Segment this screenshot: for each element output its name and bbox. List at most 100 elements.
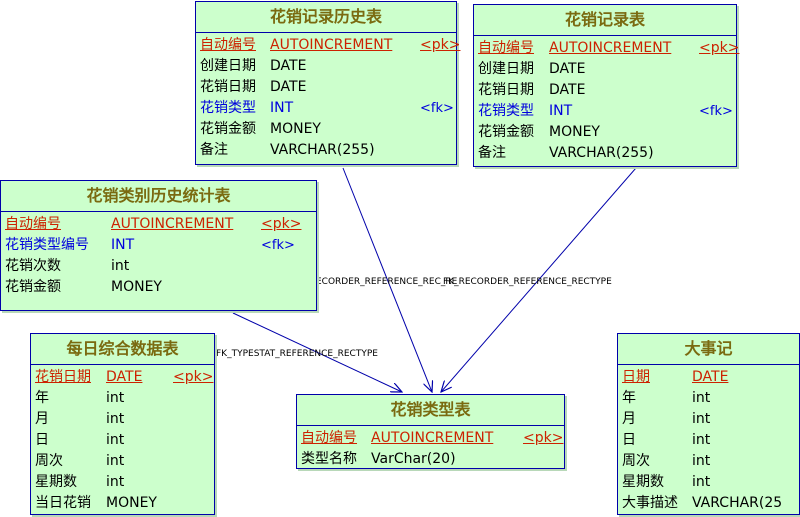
column-key: <fk> [699,104,733,119]
column-name: 花销日期 [35,369,91,385]
relation-label-history: ECORDER_REFERENCE_REC_RE [316,277,458,287]
relation-line-typestat [232,312,402,392]
column-name: 花销类型 [478,103,534,119]
column-type: int [106,390,125,406]
column-name: 花销类型 [200,100,256,116]
entity-title: 花销记录表 [474,5,736,36]
column-row: 月 int [618,409,799,430]
column-name: 自动编号 [478,40,534,56]
column-name: 花销金额 [200,121,256,137]
relation-line-history [342,167,432,392]
column-row: 自动编号 AUTOINCREMENT <pk> [1,214,316,235]
column-row: 当日花销 MONEY [31,493,214,514]
column-type: INT [111,237,135,253]
column-row: 星期数 int [618,472,799,493]
column-name: 星期数 [622,474,664,490]
column-key: <pk> [523,430,564,446]
column-type: VARCHAR(25 [692,495,783,511]
column-key: <fk> [420,101,454,116]
column-row: 花销次数 int [1,256,316,277]
column-name: 创建日期 [478,61,534,77]
column-name: 星期数 [35,474,77,490]
column-row: 年 int [618,388,799,409]
column-type: MONEY [106,495,157,511]
column-type: int [111,258,130,274]
column-name: 花销日期 [200,79,256,95]
column-row: 花销类型 INT <fk> [474,101,736,122]
column-key: <pk> [699,40,740,56]
column-type: MONEY [549,124,600,140]
column-type: int [692,432,711,448]
column-row: 自动编号 AUTOINCREMENT <pk> [474,38,740,59]
column-type: AUTOINCREMENT [549,40,672,56]
entity-title: 花销类别历史统计表 [1,181,316,212]
relation-line-record [441,167,637,392]
entity-title: 每日综合数据表 [31,334,214,365]
entity-title: 花销记录历史表 [196,2,456,33]
column-type: INT [549,103,573,119]
column-name: 日 [622,432,636,448]
relation-label-record: FK_RECORDER_REFERENCE_RECTYPE [443,277,612,287]
column-key: <pk> [261,216,302,232]
column-name: 花销金额 [478,124,534,140]
column-name: 年 [622,390,636,406]
column-name: 花销类型编号 [5,237,89,253]
column-row: 花销类型 INT <fk> [196,98,456,119]
column-type: DATE [270,79,307,95]
column-name: 备注 [200,142,228,158]
column-type: DATE [549,82,586,98]
column-name: 月 [622,411,636,427]
column-type: int [106,432,125,448]
column-name: 花销金额 [5,279,61,295]
column-type: int [692,390,711,406]
column-type: int [692,474,711,490]
column-row: 大事描述 VARCHAR(25 [618,493,799,514]
entity-expense-type-stats[interactable]: 花销类别历史统计表 自动编号 AUTOINCREMENT <pk> 花销类型编号 IN… [0,180,317,311]
column-row: 日 int [618,430,799,451]
column-name: 自动编号 [5,216,61,232]
column-row: 花销金额 MONEY [1,277,316,298]
column-name: 自动编号 [301,430,357,446]
column-row: 自动编号 AUTOINCREMENT <pk> [196,35,460,56]
column-type: AUTOINCREMENT [270,37,393,53]
column-type: MONEY [270,121,321,137]
column-type: MONEY [111,279,162,295]
column-name: 当日花销 [35,495,91,511]
column-type: int [692,411,711,427]
column-name: 大事描述 [622,495,678,511]
column-row: 月 int [31,409,214,430]
column-name: 备注 [478,145,506,161]
column-type: int [106,411,125,427]
column-name: 月 [35,411,49,427]
column-row: 花销日期 DATE [196,77,456,98]
column-type: int [106,453,125,469]
column-type: AUTOINCREMENT [111,216,234,232]
column-name: 花销次数 [5,258,61,274]
column-name: 周次 [622,453,650,469]
column-key: <pk> [420,37,461,53]
column-type: DATE [549,61,586,77]
column-name: 自动编号 [200,37,256,53]
column-type: DATE [692,369,729,385]
column-row: 备注 VARCHAR(255) [196,140,456,161]
column-type: VARCHAR(255) [270,142,375,158]
column-name: 日 [35,432,49,448]
column-type: INT [270,100,294,116]
